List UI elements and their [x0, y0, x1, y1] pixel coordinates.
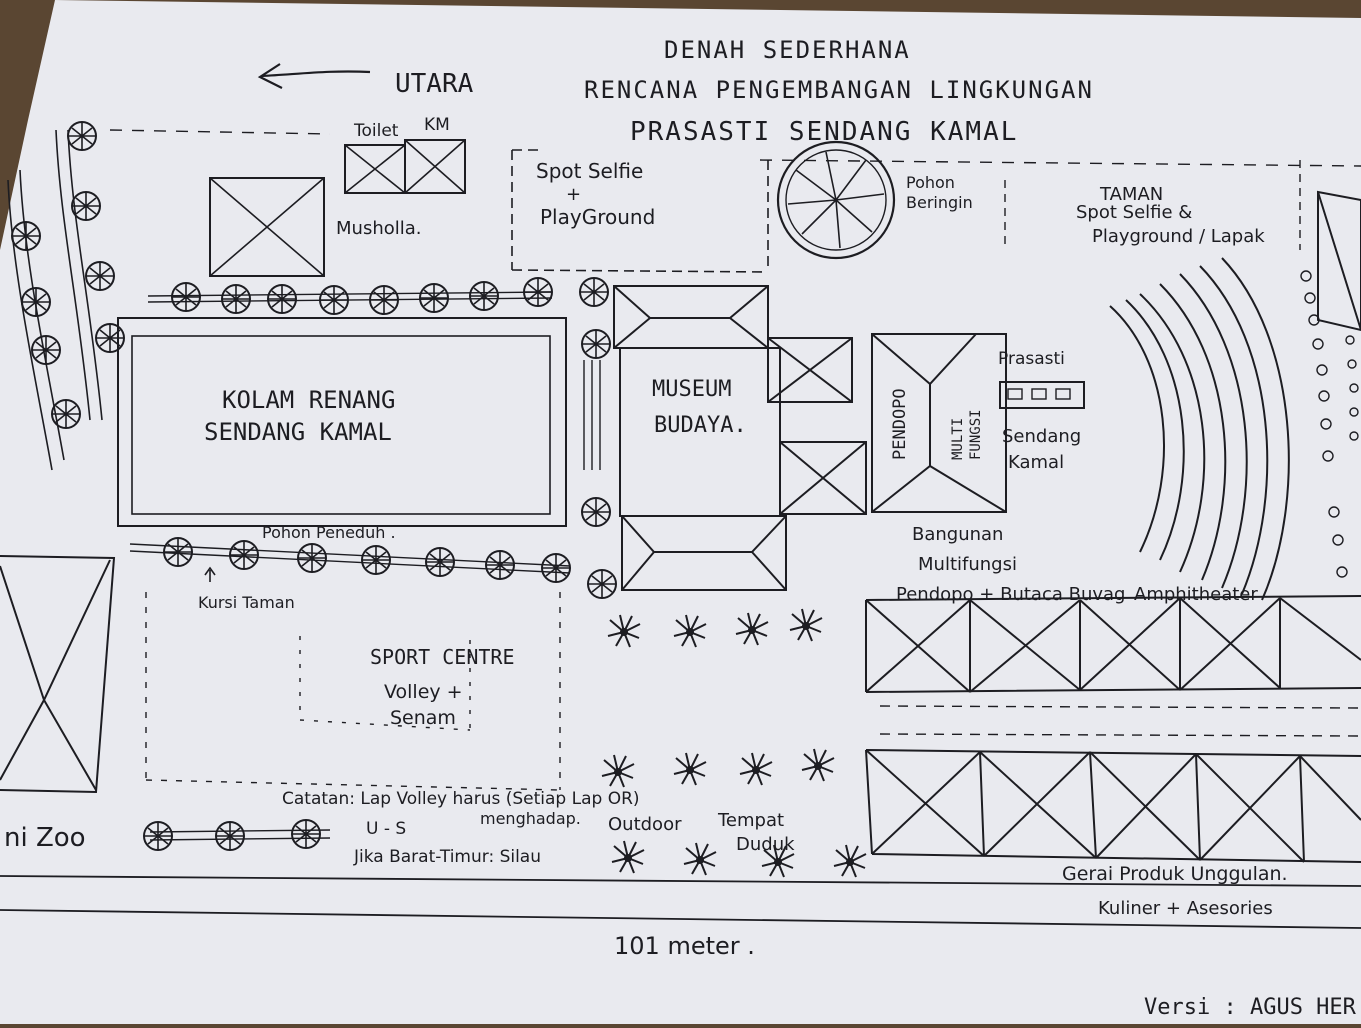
km-building: [404, 139, 466, 194]
spot-selfie-label: Spot Selfie: [536, 159, 643, 183]
musholla-label: Musholla.: [336, 218, 422, 239]
bangunan-label-3: Pendopo + Butaca Buvag: [896, 584, 1125, 605]
museum-label-2: BUDAYA.: [654, 413, 747, 438]
amphitheater-seating: [1109, 257, 1290, 601]
north-label: UTARA: [395, 69, 474, 99]
amphitheater-label: Amphitheater: [1134, 584, 1258, 605]
spot-selfie-plus: +: [566, 184, 581, 205]
pendopo-building: [871, 333, 1007, 513]
prasasti-marker: [999, 381, 1085, 409]
banyan-tree-icon: [776, 140, 896, 260]
kursi-taman-label: Kursi Taman: [198, 593, 295, 612]
sport-label-1: SPORT CENTRE: [370, 645, 515, 669]
stalls-upper-row: [865, 595, 1361, 693]
prasasti-label: Prasasti: [998, 349, 1065, 369]
taman-label-1: TAMAN: [1099, 184, 1163, 205]
title-line2: RENCANA PENGEMBANGAN LINGKUNGAN: [584, 76, 1094, 104]
title-line3: PRASASTI SENDANG KAMAL: [630, 117, 1018, 147]
sport-label-3: Senam: [390, 707, 456, 729]
versi-label: Versi : AGUS HER: [1144, 995, 1357, 1020]
musholla-building: [209, 177, 325, 277]
beringin-label-2: Beringin: [906, 193, 973, 212]
km-label: KM: [424, 115, 450, 135]
pool-label-2: SENDANG KAMAL: [204, 418, 392, 446]
outdoor-label: Outdoor: [608, 814, 682, 835]
catatan-line4: Jika Barat-Timur: Silau: [353, 847, 541, 867]
catatan-line1: Catatan: Lap Volley harus (Setiap Lap OR…: [282, 789, 640, 809]
beringin-label-1: Pohon: [906, 173, 955, 192]
mini-zoo-building: [0, 555, 116, 794]
tempat-duduk-label-2: Duduk: [736, 834, 795, 855]
bangunan-label-2: Multifungsi: [918, 554, 1017, 575]
sendang-kamal-label-1: Sendang: [1002, 426, 1081, 447]
toilet-label: Toilet: [353, 121, 399, 141]
gerai-label-1: Gerai Produk Unggulan.: [1062, 863, 1288, 885]
tempat-duduk-label-1: Tempat: [717, 810, 784, 831]
sendang-kamal-label-2: Kamal: [1008, 452, 1064, 473]
sport-label-2: Volley +: [384, 681, 463, 703]
gerai-label-2: Kuliner + Asesories: [1098, 898, 1273, 919]
stalls-lower-row: [865, 749, 1361, 863]
taman-label-2: Spot Selfie &: [1076, 202, 1192, 223]
catatan-line2: menghadap.: [480, 809, 581, 828]
mini-zoo-label: ni Zoo: [4, 823, 86, 853]
museum-label-1: MUSEUM: [652, 377, 731, 402]
taman-label-3: Playground / Lapak: [1092, 226, 1265, 247]
pohon-peneduh-label: Pohon Peneduh .: [262, 523, 396, 542]
pool-label-1: KOLAM RENANG: [222, 386, 395, 414]
multifungsi-label-1: MULTI: [950, 418, 966, 460]
playground-label: PlayGround: [540, 205, 655, 229]
north-arrow-icon: [257, 63, 371, 89]
bangunan-label-1: Bangunan: [912, 524, 1003, 545]
museum-building: [613, 285, 867, 591]
swimming-pool: [117, 317, 567, 527]
dimension-label: 101 meter .: [614, 932, 755, 960]
amphitheater-seat-markers: [1300, 270, 1359, 578]
multifungsi-label-2: FUNGSI: [968, 409, 984, 460]
title-line1: DENAH SEDERHANA: [664, 36, 911, 64]
catatan-line3: U - S: [366, 819, 406, 839]
pendopo-label: PENDOPO: [890, 388, 910, 460]
